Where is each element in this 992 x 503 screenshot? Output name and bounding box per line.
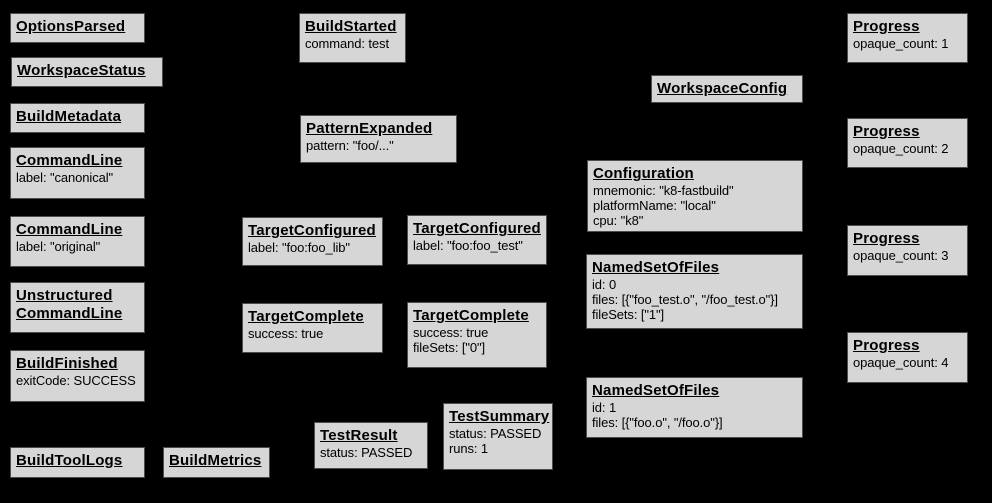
event-box-field: label: "canonical" <box>16 170 114 185</box>
event-box-title: TestSummary <box>449 408 550 425</box>
event-box-title: NamedSetOfFiles <box>592 382 720 399</box>
event-box-title: BuildFinished <box>16 355 118 372</box>
event-box-field: platformName: "local" <box>593 198 716 213</box>
event-box-title: Progress <box>853 337 920 354</box>
event-box-field: label: "foo:foo_lib" <box>248 240 350 255</box>
event-box-title: TargetConfigured <box>413 220 541 237</box>
event-box-workspaceconfig: WorkspaceConfig <box>651 75 803 103</box>
event-box-unstructured-commandline: Unstructured CommandLine <box>10 282 145 333</box>
event-box-field: status: PASSED <box>449 426 542 441</box>
event-box-field: command: test <box>305 36 389 51</box>
event-box-title: CommandLine <box>16 221 123 238</box>
event-box-buildmetadata: BuildMetadata <box>10 103 145 133</box>
event-box-field: opaque_count: 4 <box>853 355 949 370</box>
event-box-field: mnemonic: "k8-fastbuild" <box>593 183 734 198</box>
event-box-buildmetrics: BuildMetrics <box>163 447 270 478</box>
event-box-title: WorkspaceConfig <box>657 80 788 97</box>
event-box-buildtoollogs: BuildToolLogs <box>10 447 145 478</box>
event-box-field: fileSets: ["0"] <box>413 340 486 355</box>
event-box-field: pattern: "foo/..." <box>306 138 394 153</box>
event-box-field: fileSets: ["1"] <box>592 307 665 322</box>
event-box-title: BuildToolLogs <box>16 452 123 469</box>
event-box-title: BuildMetadata <box>16 108 122 125</box>
event-box-field: cpu: "k8" <box>593 213 644 228</box>
event-box-title: TargetComplete <box>248 308 364 325</box>
event-box-field: status: PASSED <box>320 445 413 460</box>
event-box-title: Progress <box>853 18 920 35</box>
event-box-title: TargetComplete <box>413 307 529 324</box>
event-box-title: BuildMetrics <box>169 452 262 469</box>
event-box-title: TestResult <box>320 427 398 444</box>
event-box-field: label: "original" <box>16 239 101 254</box>
event-box-title: NamedSetOfFiles <box>592 259 720 276</box>
event-box-field: opaque_count: 3 <box>853 248 949 263</box>
event-box-field: id: 1 <box>592 400 617 415</box>
event-box-title: TargetConfigured <box>248 222 376 239</box>
event-box-field: success: true <box>248 326 324 341</box>
event-box-title: Progress <box>853 123 920 140</box>
event-box-title: Progress <box>853 230 920 247</box>
event-box-field: opaque_count: 2 <box>853 141 949 156</box>
event-box-workspacestatus: WorkspaceStatus <box>11 57 163 87</box>
event-box-title: OptionsParsed <box>16 18 126 35</box>
event-box-field: success: true <box>413 325 489 340</box>
event-box-title: PatternExpanded <box>306 120 433 137</box>
event-box-title: WorkspaceStatus <box>17 62 146 79</box>
event-box-title: Unstructured CommandLine <box>16 287 123 322</box>
event-box-field: files: [{"foo.o", "/foo.o"}] <box>592 415 723 430</box>
event-box-field: runs: 1 <box>449 441 489 456</box>
event-box-field: exitCode: SUCCESS <box>16 373 136 388</box>
event-box-title: Configuration <box>593 165 694 182</box>
event-box-title: CommandLine <box>16 152 123 169</box>
event-box-field: files: [{"foo_test.o", "/foo_test.o"}] <box>592 292 778 307</box>
event-box-optionsparsed: OptionsParsed <box>10 13 145 43</box>
event-box-field: label: "foo:foo_test" <box>413 238 523 253</box>
event-box-field: id: 0 <box>592 277 617 292</box>
event-box-field: opaque_count: 1 <box>853 36 949 51</box>
event-box-title: BuildStarted <box>305 18 397 35</box>
